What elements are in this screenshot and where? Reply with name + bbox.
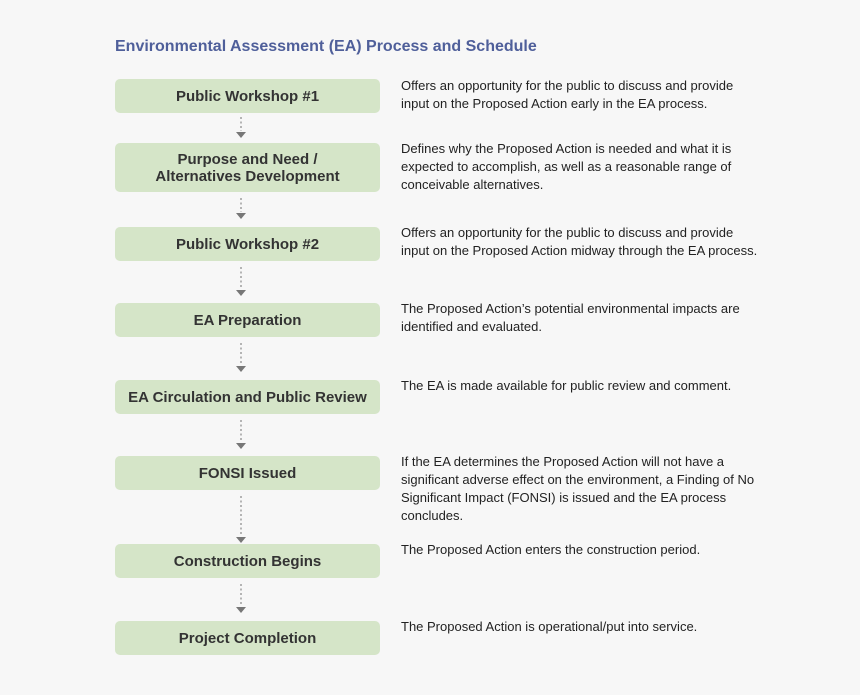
connector-arrow — [235, 584, 247, 614]
step-label: Construction Begins — [173, 552, 322, 570]
arrow-down-icon — [236, 420, 246, 449]
step-description: Defines why the Proposed Action is neede… — [401, 141, 732, 192]
connector-arrow — [235, 198, 247, 220]
arrow-down-icon — [236, 117, 246, 138]
step-label: FONSI Issued — [198, 464, 297, 482]
step-label: Project Completion — [178, 629, 317, 647]
step-description: If the EA determines the Proposed Action… — [401, 454, 755, 523]
step-box-construction-begins: Construction Begins — [115, 544, 380, 578]
connector-arrow — [235, 420, 247, 450]
arrow-down-icon — [236, 584, 246, 613]
step-box-ea-preparation: EA Preparation — [115, 303, 380, 337]
step-box-public-workshop-1: Public Workshop #1 — [115, 79, 380, 113]
diagram-title: Environmental Assessment (EA) Process an… — [115, 38, 537, 55]
step-box-project-completion: Project Completion — [115, 621, 380, 655]
arrow-down-icon — [236, 343, 246, 372]
step-box-purpose-and-need: Purpose and Need / Alternatives Developm… — [115, 143, 380, 192]
step-description: The EA is made available for public revi… — [401, 378, 732, 393]
step-description: The Proposed Action is operational/put i… — [401, 619, 698, 634]
step-box-ea-circulation: EA Circulation and Public Review — [115, 380, 380, 414]
step-description: Offers an opportunity for the public to … — [401, 225, 758, 258]
step-description: The Proposed Action enters the construct… — [401, 542, 701, 557]
arrow-down-icon — [236, 267, 246, 296]
arrow-down-icon — [236, 198, 246, 219]
step-label: Purpose and Need / Alternatives Developm… — [155, 150, 340, 185]
connector-arrow — [235, 496, 247, 544]
step-box-fonsi-issued: FONSI Issued — [115, 456, 380, 490]
arrow-down-icon — [236, 496, 246, 543]
connector-arrow — [235, 267, 247, 297]
step-label: Public Workshop #1 — [175, 87, 320, 105]
connector-arrow — [235, 343, 247, 373]
step-description: The Proposed Action’s potential environm… — [401, 301, 740, 334]
step-description: Offers an opportunity for the public to … — [401, 78, 734, 111]
step-label: EA Circulation and Public Review — [128, 388, 367, 406]
connector-arrow — [235, 117, 247, 139]
step-box-public-workshop-2: Public Workshop #2 — [115, 227, 380, 261]
step-label: EA Preparation — [193, 311, 302, 329]
step-label: Public Workshop #2 — [175, 235, 320, 253]
